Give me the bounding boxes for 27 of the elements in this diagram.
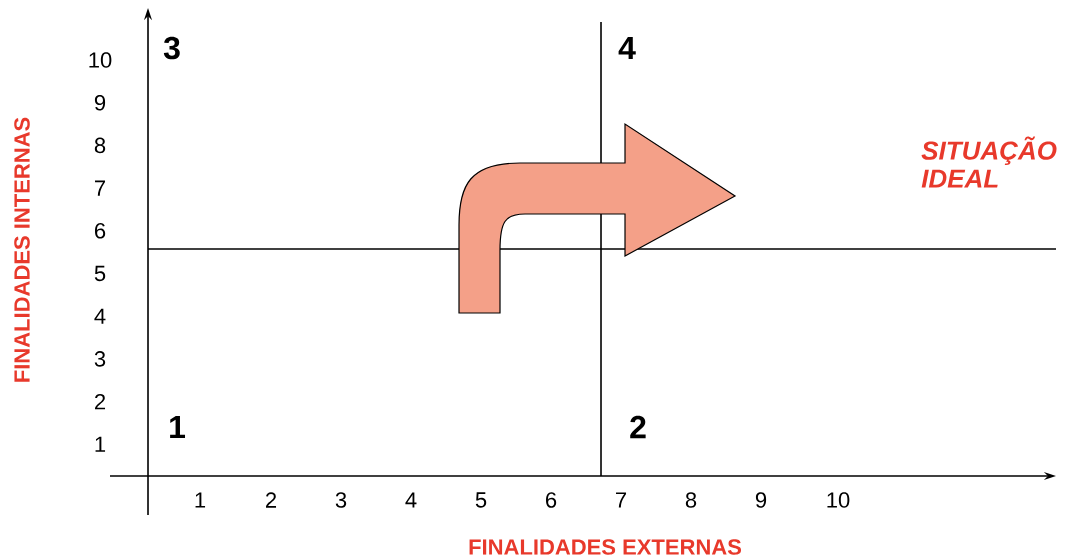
tick-label: 8 xyxy=(685,492,697,508)
tick-label: 10 xyxy=(89,52,112,68)
quadrant-number: 2 xyxy=(630,415,646,439)
tick-label: 1 xyxy=(195,492,206,508)
tick-label: 7 xyxy=(95,180,105,196)
quadrant-number: 3 xyxy=(163,36,180,60)
tick-label: 3 xyxy=(94,351,106,367)
tick-label: 8 xyxy=(94,137,106,154)
tick-label: 5 xyxy=(94,265,106,282)
tick-label: 3 xyxy=(335,492,347,508)
tick-label: 6 xyxy=(546,492,557,508)
axis-title: FINALIDADES INTERNAS xyxy=(14,117,30,382)
tick-label: 2 xyxy=(266,492,276,508)
tick-label: 2 xyxy=(95,393,105,410)
tick-label: 7 xyxy=(616,492,627,508)
tick-label: 9 xyxy=(755,492,767,508)
annotation-text: SITUAÇÃO IDEAL xyxy=(921,136,1057,188)
tick-label: 9 xyxy=(94,94,106,111)
tick-label: 10 xyxy=(827,492,850,508)
axis-title: FINALIDADES EXTERNAS xyxy=(469,539,741,555)
tick-label: 4 xyxy=(405,492,417,508)
tick-label: 4 xyxy=(94,308,106,324)
tick-label: 6 xyxy=(95,223,106,239)
quadrant-number: 1 xyxy=(170,416,185,438)
tick-label: 1 xyxy=(95,436,106,452)
quadrant-number: 4 xyxy=(618,37,636,59)
tick-label: 5 xyxy=(475,492,487,508)
